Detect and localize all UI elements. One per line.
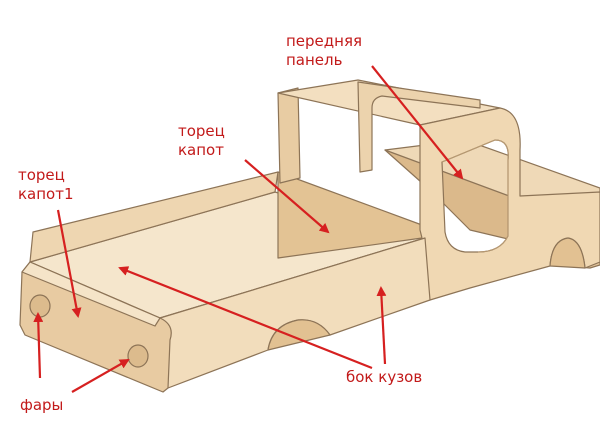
arrow-body-side-2 bbox=[376, 286, 387, 365]
rear-wheel-arch bbox=[267, 319, 331, 351]
arrow-hood-end bbox=[244, 159, 330, 234]
cab-rear-post bbox=[277, 87, 301, 184]
arrow-front-panel bbox=[371, 65, 464, 180]
bed-far-side bbox=[29, 171, 279, 263]
rear-panel-top bbox=[21, 261, 161, 327]
arrow-body-side-1 bbox=[118, 266, 373, 370]
cab-far-frame bbox=[357, 81, 481, 173]
label-hood-end: торец капот bbox=[178, 122, 225, 159]
headlight-right bbox=[127, 344, 149, 368]
label-hood-end-1: торец капот1 bbox=[18, 166, 74, 203]
headlight-left bbox=[29, 294, 51, 318]
arrow-hood-end-1 bbox=[56, 209, 82, 318]
arrow-headlight-1 bbox=[33, 312, 44, 379]
label-headlights: фары bbox=[20, 396, 64, 414]
label-body-side: бок кузов bbox=[346, 368, 423, 386]
label-front-panel: передняя панель bbox=[286, 32, 363, 69]
arrow-headlight-2 bbox=[71, 359, 130, 393]
front-wheel-arch bbox=[549, 237, 586, 269]
